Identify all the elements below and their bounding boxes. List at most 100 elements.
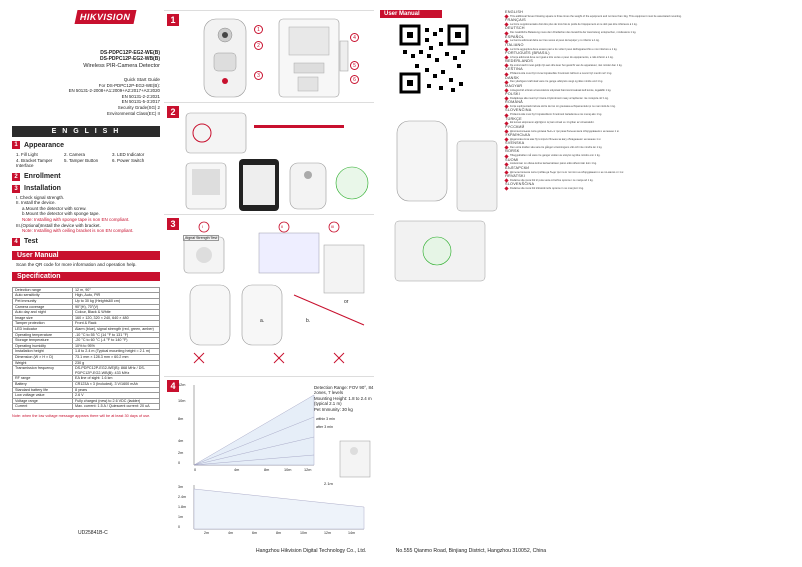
section-appearance: 1 Appearance bbox=[12, 141, 160, 150]
list-item: 3. LED Indicator bbox=[112, 152, 145, 158]
axis-tick: 14m bbox=[348, 531, 355, 535]
section-number: 1 bbox=[12, 141, 20, 150]
language-text: Prídavná sila musí byť trojnásobkom hmot… bbox=[510, 113, 603, 117]
or-label: or bbox=[344, 299, 349, 305]
list-item: 2. Camera bbox=[64, 152, 86, 158]
signal-label: Signal Strength Test bbox=[183, 235, 220, 241]
language-warning: Tilleggskraften må være tre ganger vekte… bbox=[504, 154, 795, 159]
language-name: NEDERLANDS bbox=[505, 59, 533, 64]
step: II. Install the device. bbox=[16, 200, 56, 206]
axis-tick: 2m bbox=[204, 531, 209, 535]
language-text: Додаткова сила має бути втричі більша за… bbox=[510, 137, 602, 141]
axis-tick: 1.8m bbox=[178, 505, 186, 509]
section-installation: 3 Installation bbox=[12, 184, 160, 193]
list-item: 6. Power Switch bbox=[112, 157, 145, 163]
language-name: HRVATSKI bbox=[505, 174, 525, 179]
language-name: ČEŠTINA bbox=[505, 67, 523, 72]
language-text: This additional Seven Floating square is… bbox=[510, 14, 682, 18]
language-name: РУССКИЙ bbox=[505, 124, 525, 129]
language-text: Dodatna sila mora biti tri puta veća od … bbox=[510, 178, 594, 182]
axis-tick: 8m bbox=[178, 417, 184, 421]
brand-logo: HIKVISION bbox=[74, 10, 160, 24]
spec-key: Transmission frequency bbox=[12, 365, 73, 377]
axis-tick: 8m bbox=[264, 468, 270, 472]
qr-column: User Manual bbox=[377, 10, 502, 296]
language-text: Tilleggskraften må være tre ganger vekte… bbox=[510, 154, 601, 158]
axis-tick: 8m bbox=[276, 531, 281, 535]
language-name: SLOVENŠČINA bbox=[505, 182, 535, 187]
spec-value: Front & Rack bbox=[72, 320, 160, 327]
list-item: Interface bbox=[16, 163, 34, 169]
spec-value: 90°(H), 70°(V) bbox=[72, 303, 160, 311]
guide-title: Quick Start Guide bbox=[123, 77, 160, 82]
language-warning: Допълнителната сила трябва да бъде три п… bbox=[504, 170, 795, 175]
spec-value: 10% to 95% bbox=[72, 342, 160, 350]
language-text: Den extra kraften ska vara tre gånger ut… bbox=[510, 145, 603, 149]
list-item: 4. Bracket Tamper bbox=[16, 157, 53, 163]
user-manual-header: User Manual bbox=[12, 250, 160, 260]
language-name: PORTUGUÊS (BRASIL) bbox=[505, 51, 550, 56]
panel-number: 4 bbox=[167, 380, 179, 392]
model-line-1: DS-PDPC12P-EG2-WE(B) bbox=[100, 50, 160, 56]
detection-line: Pet Immunity: 30 kg bbox=[314, 406, 353, 412]
language-name: DANSK bbox=[505, 75, 520, 80]
std-line: EN 50131-2-2:2021 bbox=[121, 93, 160, 99]
language-text: Dodatkowa siła musi być równa trzykrotno… bbox=[510, 96, 609, 100]
panel-installation: 3 Signal Strength Test a. bbox=[164, 214, 374, 376]
step-note: Note: Installing with ceiling bracket is… bbox=[22, 228, 134, 234]
language-warning: Ek kuvvet ekipmanın ağırlığının üç katı … bbox=[504, 121, 795, 126]
language-warning: Přídavná síla musí být rovna trojnásobku… bbox=[504, 72, 795, 77]
detection-text: Detection Range: FOV 90°, 84 zones, 7 le… bbox=[314, 385, 376, 412]
language-text: Die zusätzliche Belastung muss dem Dreif… bbox=[510, 31, 637, 35]
qr-code[interactable] bbox=[399, 24, 469, 94]
axis-tick: 12m bbox=[304, 468, 312, 472]
time-label: within 3 min bbox=[316, 417, 335, 421]
footer-company: Hangzhou Hikvision Digital Technology Co… bbox=[255, 548, 367, 554]
language-name: POLSKI bbox=[505, 92, 520, 97]
language-name: ENGLISH bbox=[505, 10, 524, 14]
spec-value: 160 × 120, 320 × 240, 640 × 480 bbox=[72, 314, 160, 322]
section-title: Installation bbox=[24, 185, 61, 193]
section-number: 4 bbox=[12, 237, 20, 246]
language-text: De extra kracht moet gelijk zijn aan dri… bbox=[510, 63, 623, 67]
panel-number: 2 bbox=[167, 106, 179, 118]
spec-value: -10 °C to 55 °C (14 °F to 131 °F) bbox=[72, 331, 160, 339]
panel-number: 3 bbox=[167, 218, 179, 230]
section-test: 4 Test bbox=[12, 237, 160, 246]
axis-tick: 2.4m bbox=[178, 495, 186, 499]
mount-height: 2.1m bbox=[324, 481, 333, 486]
footer: Hangzhou Hikvision Digital Technology Co… bbox=[0, 548, 802, 554]
language-warning: This additional Seven Floating square is… bbox=[504, 14, 795, 19]
step: III.(Optional)Install the device with br… bbox=[16, 222, 101, 228]
left-column: HIKVISION DS-PDPC12P-EG2-WE(B) DS-PDPC12… bbox=[12, 10, 160, 545]
model-block: DS-PDPC12P-EG2-WE(B) DS-PDPC12P-EG2-WB(B… bbox=[12, 50, 160, 116]
language-name: SVENSKA bbox=[505, 141, 525, 146]
callout: 4 bbox=[350, 33, 359, 42]
language-text: Дополнительная сила должна быть в три ра… bbox=[510, 129, 620, 133]
language-text: La force supplémentaire doit être plus d… bbox=[510, 22, 638, 26]
language-warning: Den yderligere kraft skal være tre gange… bbox=[504, 80, 795, 85]
callout: 5 bbox=[350, 61, 359, 70]
detector-front-illustration bbox=[203, 18, 349, 98]
language-warning: De extra kracht moet gelijk zijn aan dri… bbox=[504, 63, 795, 69]
section-title: Test bbox=[24, 238, 38, 246]
axis-tick: 6m bbox=[252, 531, 257, 535]
step: I. Check signal strength. bbox=[16, 194, 65, 200]
